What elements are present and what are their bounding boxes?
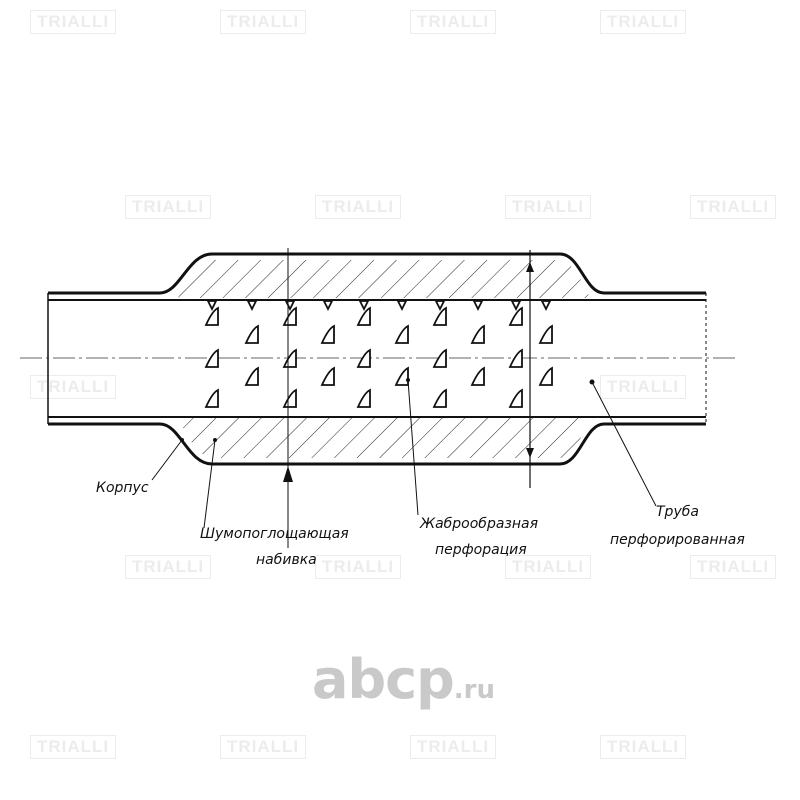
watermark: TRIALLI [410,10,497,34]
gill-louver [356,388,371,408]
leader-housing [151,439,183,481]
gill-louver [508,306,523,326]
gill-louver [508,388,523,408]
watermark: TRIALLI [505,195,592,219]
gill-louver [434,300,446,312]
gill-louver [358,300,370,312]
abcp-logo: abcp.ru [312,648,495,711]
watermark: TRIALLI [690,195,777,219]
gill-louver [470,324,485,344]
watermark: TRIALLI [30,375,117,399]
leader-gill [407,379,419,516]
gill-louver [432,348,447,368]
gill-louver [472,300,484,312]
section-arrow [283,466,293,482]
watermark: TRIALLI [315,195,402,219]
logo-text: abcp [312,648,455,711]
gill-louver [356,306,371,326]
watermark: TRIALLI [125,195,212,219]
watermark: TRIALLI [505,555,592,579]
watermark: TRIALLI [30,735,117,759]
gill-louver [540,300,552,312]
label-packing-line1: Шумопоглощающая [200,526,349,542]
gill-louver [510,300,522,312]
gill-louver [246,300,258,312]
watermark: TRIALLI [410,735,497,759]
gill-louver [394,324,409,344]
gill-louver [320,324,335,344]
gill-louver [320,366,335,386]
label-gill-line1: Жаброобразная [420,516,539,532]
gill-louver [204,388,219,408]
gill-louver [394,366,409,386]
watermark: TRIALLI [600,375,687,399]
leader-tube [591,381,657,507]
gill-louver [244,324,259,344]
gill-louver [284,300,296,312]
gill-louver [538,324,553,344]
gill-louver [204,306,219,326]
gill-louver [244,366,259,386]
label-tube-line1: Труба [656,504,699,520]
watermark: TRIALLI [220,735,307,759]
gill-louver [282,306,297,326]
gill-louver [396,300,408,312]
logo-suffix: .ru [453,675,495,705]
gill-louver [356,348,371,368]
watermark: TRIALLI [600,10,687,34]
gill-louver [470,366,485,386]
gill-louver [508,348,523,368]
gill-louver [322,300,334,312]
dimension-arrow-bottom [526,448,534,458]
gill-louver [282,388,297,408]
housing-outline-top [48,252,706,295]
watermark: TRIALLI [690,555,777,579]
watermark: TRIALLI [315,555,402,579]
watermark: TRIALLI [600,735,687,759]
label-packing-line2: набивка [256,552,317,568]
gill-louver [432,388,447,408]
watermark: TRIALLI [30,10,117,34]
gill-louver [432,306,447,326]
watermark: TRIALLI [220,10,307,34]
gill-louver [206,300,218,312]
gill-louver [282,348,297,368]
label-tube-line2: перфорированная [610,532,745,548]
packing-top [178,260,590,298]
leader-packing [203,439,216,529]
label-housing: Корпус [96,480,149,496]
gill-louver [204,348,219,368]
gill-louver [538,366,553,386]
label-gill-line2: перфорация [435,542,527,558]
watermark: TRIALLI [125,555,212,579]
gill-perforations [204,300,553,408]
packing-bottom [178,418,590,458]
dimension-arrow-top [526,262,534,272]
